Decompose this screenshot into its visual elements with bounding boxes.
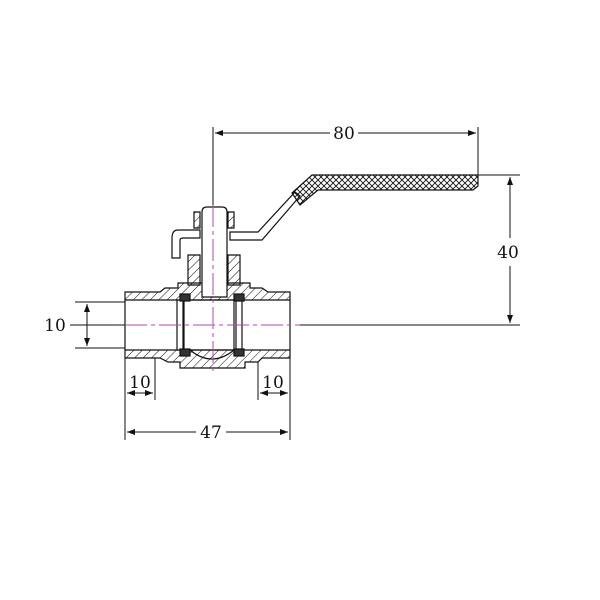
centerlines — [125, 205, 300, 375]
lever-tab — [171, 229, 201, 259]
dim-handle-length: 80 — [333, 124, 355, 144]
dim-bore-diameter: 10 — [44, 316, 66, 336]
valve-body — [124, 211, 291, 369]
dim-overall-length: 47 — [200, 423, 222, 443]
dim-thread-right: 10 — [262, 373, 284, 393]
dim-handle-height: 40 — [497, 243, 519, 263]
handle-lever — [229, 174, 479, 241]
dim-thread-left: 10 — [129, 373, 151, 393]
dimension-lines — [70, 127, 520, 440]
valve-stem — [201, 206, 228, 298]
